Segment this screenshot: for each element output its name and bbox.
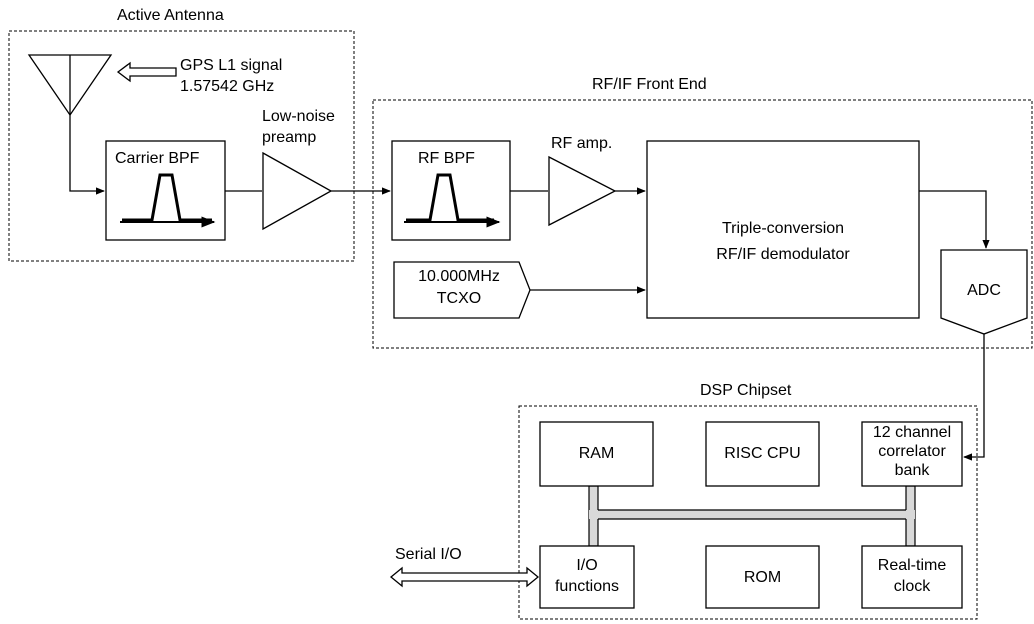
correlator-label-line1: 12 channel <box>872 424 952 441</box>
correlator-label-line2: correlator <box>878 443 946 460</box>
serial-io-arrow-icon <box>389 566 540 588</box>
correlator-bank-block <box>861 421 963 487</box>
real-time-clock-block <box>861 545 963 609</box>
adc-label: ADC <box>967 282 1001 299</box>
incoming-signal-arrow-icon <box>116 61 177 83</box>
risc-cpu-block <box>705 421 820 487</box>
lna-label-line1: Low-noise <box>262 108 335 125</box>
io-functions-label-line1: I/O <box>576 557 598 574</box>
antenna-icon <box>27 54 113 117</box>
adc-block <box>940 249 1028 335</box>
active-antenna-title: Active Antenna <box>117 7 224 24</box>
real-time-clock-label-line1: Real-time <box>877 557 947 574</box>
rf-if-front-end-title: RF/IF Front End <box>592 76 707 93</box>
correlator-label-line3: bank <box>894 462 930 479</box>
antenna-to-carrier-bpf-line <box>69 115 105 195</box>
tcxo-block <box>393 261 531 319</box>
rf-if-front-end-frame <box>372 99 1033 349</box>
demodulator-label-line2: RF/IF demodulator <box>716 246 850 263</box>
ram-block <box>539 421 654 487</box>
rf-amp-label: RF amp. <box>551 135 613 152</box>
adc-to-correlator-line <box>963 334 985 461</box>
risc-cpu-label: RISC CPU <box>724 445 801 462</box>
active-antenna-frame <box>8 30 355 262</box>
lna-label-line2: preamp <box>262 129 317 146</box>
carrier-bpf-response-icon <box>120 173 216 228</box>
rf-bpf-response-icon <box>404 173 501 228</box>
rf-bpf-label: RF BPF <box>418 150 475 167</box>
low-noise-preamp-triangle <box>262 151 333 231</box>
rom-label: ROM <box>743 569 782 586</box>
io-functions-label-line2: functions <box>554 578 620 595</box>
tcxo-label-line1: 10.000MHz <box>418 268 500 285</box>
ram-label: RAM <box>578 445 615 462</box>
rf-amp-triangle <box>548 155 617 227</box>
real-time-clock-label-line2: clock <box>893 578 931 595</box>
io-functions-block <box>539 545 635 609</box>
dsp-chipset-frame <box>518 405 978 620</box>
tcxo-label-line2: TCXO <box>436 290 482 307</box>
demodulator-to-adc-line <box>919 190 990 249</box>
signal-frequency-label: 1.57542 GHz <box>180 78 275 95</box>
demodulator-block <box>646 140 920 319</box>
signal-name-label: GPS L1 signal <box>180 57 283 74</box>
demodulator-label-line1: Triple-conversion <box>721 220 845 237</box>
rom-block <box>705 545 820 609</box>
dsp-chipset-title: DSP Chipset <box>700 382 792 399</box>
serial-io-label: Serial I/O <box>395 546 462 563</box>
carrier-bpf-label: Carrier BPF <box>115 150 200 167</box>
dsp-data-bus <box>588 485 916 547</box>
